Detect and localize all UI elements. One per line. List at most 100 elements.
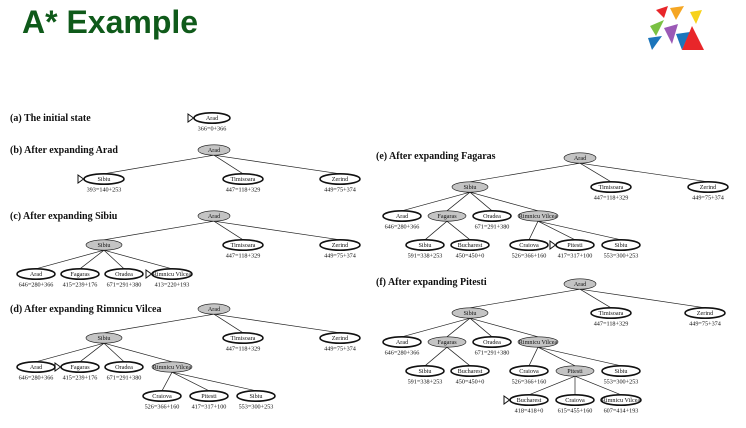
node-f-value: 526=366+160 (512, 253, 547, 260)
tree-node: Sibiu (451, 307, 489, 319)
frontier-node-ellipse (104, 360, 144, 373)
tree-node: Arad (563, 152, 597, 164)
frontier-node-ellipse (382, 335, 422, 348)
tree-edge (528, 221, 539, 240)
panel-caption: (e) After expanding Fagaras (376, 151, 496, 162)
tree-edge (103, 220, 215, 241)
node-f-value: 615=455+160 (558, 408, 593, 415)
node-f-value: 413=220+193 (155, 282, 190, 289)
tree-node: Timisoara 447=118+329 (590, 306, 632, 328)
tree-edge (469, 288, 581, 309)
frontier-node-ellipse (450, 364, 490, 377)
current-node-arrow-icon (187, 113, 195, 123)
node-f-value: 607=414+193 (604, 408, 639, 415)
node-f-value: 417=317+100 (192, 404, 227, 411)
node-f-value: 415=239+176 (63, 282, 98, 289)
tree-edge (537, 346, 576, 367)
node-f-value: 366=0+366 (198, 126, 227, 133)
expanded-node-ellipse (451, 307, 489, 319)
tree-edge (537, 220, 576, 241)
node-label: Pitesti (567, 368, 583, 375)
frontier-node-ellipse (405, 239, 445, 252)
node-label: Arad (574, 281, 587, 288)
node-label: Craiova (565, 397, 585, 404)
slide-title: A* Example (22, 4, 199, 40)
current-node-arrow-icon (503, 395, 511, 405)
tree-edge (537, 346, 622, 367)
frontier-node-ellipse (142, 389, 182, 402)
current-node-arrow-icon (549, 240, 557, 250)
node-label: Arad (208, 213, 221, 220)
tree-node: Fagaras (427, 336, 467, 348)
tree-edge (469, 162, 581, 183)
expanded-node-ellipse (197, 303, 231, 315)
node-f-value: 447=118+329 (594, 321, 629, 328)
node-label: Arad (396, 339, 409, 346)
tree-edge (79, 342, 105, 363)
node-f-value: 449=75+374 (692, 195, 724, 202)
tree-edge (579, 288, 706, 309)
tree-node: Rimnicu Vilcea (517, 210, 559, 222)
tree-node: Sibiu (85, 332, 123, 344)
tree-edge (528, 375, 576, 396)
node-label: Bucharest (517, 397, 542, 404)
expanded-node-ellipse (427, 210, 467, 222)
node-label: Timisoara (599, 310, 624, 317)
node-label: Sibiu (418, 242, 431, 249)
node-f-value: 671=291+380 (475, 224, 510, 231)
node-f-value: 646=280+366 (19, 282, 54, 289)
node-f-value: 553=300+253 (604, 253, 639, 260)
panel-caption: (b) After expanding Arad (10, 145, 118, 156)
tree-edge (35, 342, 105, 363)
node-label: Craiova (152, 393, 172, 400)
tree-edge (103, 342, 173, 363)
frontier-node-ellipse (472, 335, 512, 348)
node-f-value: 447=118+329 (226, 253, 261, 260)
node-label: Craiova (519, 242, 539, 249)
tree-node: Craiova 615=455+160 (555, 393, 595, 415)
node-f-value: 417=317+100 (558, 253, 593, 260)
tree-node: Rimnicu Vilcea 607=414+193 (600, 393, 642, 415)
tree-node: Arad (563, 278, 597, 290)
frontier-node-ellipse (382, 210, 422, 223)
frontier-node-ellipse (319, 331, 361, 344)
tree-edge (537, 220, 622, 241)
node-label: Rimnicu Vilcea (153, 271, 192, 278)
node-label: Rimnicu Vilcea (602, 397, 641, 404)
tree-edge (213, 220, 244, 241)
node-f-value: 447=118+329 (594, 195, 629, 202)
node-label: Zerind (700, 184, 717, 191)
tree-edge (469, 317, 539, 338)
node-label: Sibiu (97, 335, 110, 342)
expanded-node-ellipse (427, 336, 467, 348)
node-f-value: 526=366+160 (512, 379, 547, 386)
frontier-node-ellipse (600, 393, 642, 406)
expanded-node-ellipse (563, 152, 597, 164)
frontier-node-ellipse (590, 181, 632, 194)
panel-caption: (a) The initial state (10, 113, 91, 124)
node-label: Sibiu (463, 310, 476, 317)
node-label: Arad (396, 213, 409, 220)
node-f-value: 591=338+253 (408, 379, 443, 386)
node-label: Sibiu (614, 368, 627, 375)
frontier-node-ellipse (60, 267, 100, 280)
colorful-triangles-logo-icon (648, 6, 704, 50)
node-f-value: 449=75+374 (324, 346, 356, 353)
node-label: Bucharest (458, 242, 483, 249)
